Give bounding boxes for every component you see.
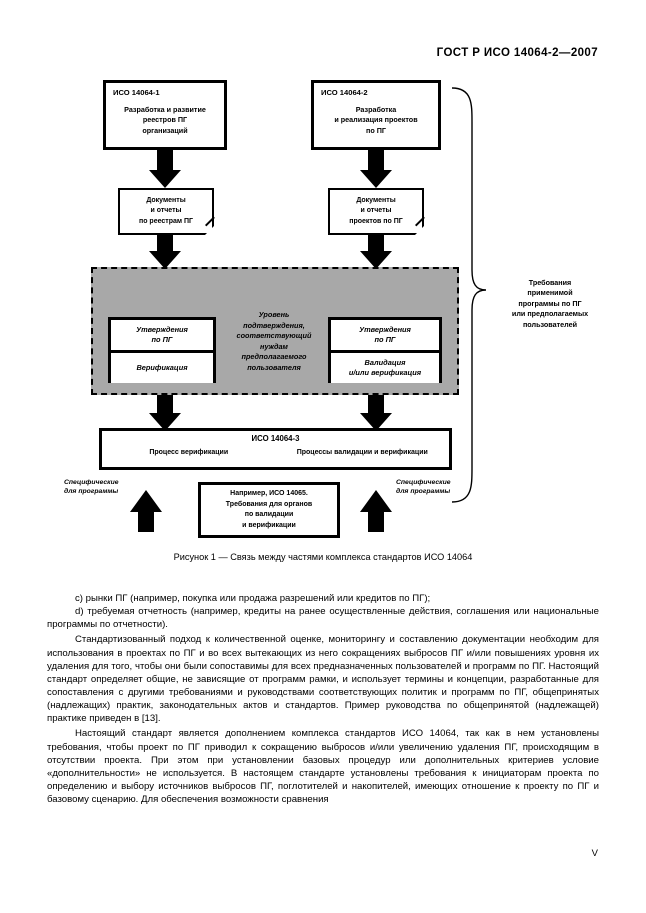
- box-iso-14064-2: ИСО 14064-2 Разработка и реализация прое…: [311, 80, 441, 150]
- page-number: V: [591, 848, 598, 859]
- doc-right-project-reports: Документы и отчеты проектов по ПГ: [328, 188, 424, 235]
- list-item-c: c) рынки ПГ (например, покупка или прода…: [75, 593, 431, 604]
- figure-caption: Рисунок 1 — Связь между частями комплекс…: [173, 552, 473, 562]
- figure-1: ИСО 14064-1 Разработка и развитие реестр…: [0, 70, 646, 570]
- left-assertion-stack: Утверждения по ПГ Верификация: [108, 317, 216, 383]
- left-assertion-top: Утверждения по ПГ: [111, 320, 213, 353]
- box-iso-14064-3-heading: ИСО 14064-3: [251, 434, 300, 443]
- bracket-requirements-label: Требования применимой программы по ПГ ил…: [511, 278, 589, 329]
- iso3-left-process: Процесс верификации: [149, 449, 229, 456]
- box-iso-14064-3: ИСО 14064-3 Процесс верификации Процессы…: [99, 428, 452, 470]
- assurance-level-note: Уровень подтверждения, соответствующий н…: [236, 310, 312, 372]
- box-iso-14065-requirements: Например, ИСО 14065. Требования для орга…: [198, 482, 340, 538]
- left-assertion-bottom-label: Верификация: [136, 362, 188, 372]
- side-label-right-program-specific: Специфические для программы: [396, 479, 451, 496]
- paragraph-standardized-approach: Стандартизованный подход к количественно…: [47, 634, 599, 725]
- body-text: c) рынки ПГ (например, покупка или прода…: [47, 592, 599, 806]
- box-iso-14064-2-title: ИСО 14064-2: [321, 88, 368, 97]
- page-fold-icon: [415, 226, 424, 235]
- right-assertion-bottom-label: Валидация и/или верификация: [348, 357, 422, 377]
- doc-right-label: Документы и отчеты проектов по ПГ: [349, 196, 403, 225]
- box-iso-14064-1: ИСО 14064-1 Разработка и развитие реестр…: [103, 80, 227, 150]
- right-assertion-top: Утверждения по ПГ: [331, 320, 439, 353]
- doc-left-label: Документы и отчеты по реестрам ПГ: [138, 196, 194, 225]
- box-iso-14064-2-body: Разработка и реализация проектов по ПГ: [334, 105, 418, 135]
- left-assertion-bottom: Верификация: [111, 353, 213, 383]
- page-header-standard-id: ГОСТ Р ИСО 14064-2—2007: [436, 47, 598, 59]
- left-assertion-top-label: Утверждения по ПГ: [136, 324, 188, 344]
- doc-left-registry-reports: Документы и отчеты по реестрам ПГ: [118, 188, 214, 235]
- box-iso-14065-label: Например, ИСО 14065. Требования для орга…: [225, 490, 313, 529]
- side-label-left-program-specific: Специфические для программы: [64, 479, 119, 496]
- paragraph-standard-supplement: Настоящий стандарт является дополнением …: [47, 728, 599, 806]
- list-item-d: d) требуемая отчетность (например, креди…: [47, 606, 599, 631]
- box-iso-14064-1-body: Разработка и развитие реестров ПГ органи…: [124, 105, 206, 135]
- page-fold-icon: [205, 226, 214, 235]
- right-assertion-stack: Утверждения по ПГ Валидация и/или верифи…: [328, 317, 442, 383]
- right-assertion-bottom: Валидация и/или верификация: [331, 353, 439, 383]
- box-iso-14064-1-title: ИСО 14064-1: [113, 88, 160, 97]
- right-assertion-top-label: Утверждения по ПГ: [359, 324, 411, 344]
- iso3-right-process: Процессы валидации и верификации: [296, 449, 428, 456]
